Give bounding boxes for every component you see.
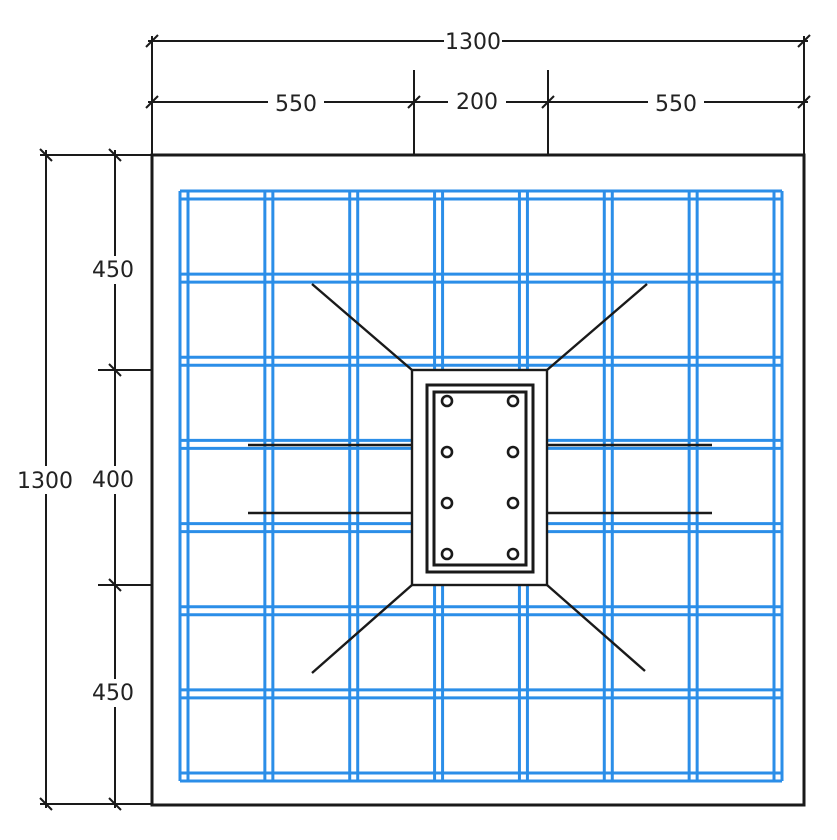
- tick: [797, 34, 811, 48]
- dim-label-top-mid: 200: [456, 90, 498, 115]
- dim-label-left-mid: 400: [92, 468, 134, 493]
- dim-label-top-left: 550: [275, 92, 317, 117]
- column-rebar-dot: [506, 496, 520, 510]
- tick: [39, 797, 53, 811]
- dim-label-left-total: 1300: [17, 469, 73, 494]
- flare-lines: [311, 283, 648, 674]
- tick: [541, 95, 555, 109]
- flare-line-top-left: [311, 283, 413, 371]
- column-section: [425, 383, 535, 574]
- flare-line-bottom-left: [311, 584, 413, 674]
- dowel-lines: [248, 443, 712, 515]
- dim-label-top-total: 1300: [445, 30, 501, 55]
- dim-label-left-bottom: 450: [92, 681, 134, 706]
- column-rebar-dot: [506, 445, 520, 459]
- top-dimensions: 1300 550 200 550: [145, 28, 811, 155]
- column-outline: [425, 383, 535, 574]
- footing-outline: [150, 153, 806, 807]
- tick: [108, 578, 122, 592]
- column-rebar-dot: [440, 445, 454, 459]
- tick: [108, 148, 122, 162]
- column-rebar-dot: [440, 496, 454, 510]
- tick: [145, 34, 159, 48]
- flare-line-bottom-right: [546, 584, 646, 672]
- tick: [108, 363, 122, 377]
- tick: [145, 95, 159, 109]
- column-rebar-dot: [506, 394, 520, 408]
- tick: [108, 797, 122, 811]
- column-longitudinal-bars: [440, 394, 520, 561]
- dim-label-top-right: 550: [655, 92, 697, 117]
- column-rebar-dot: [440, 547, 454, 561]
- tick: [39, 148, 53, 162]
- flare-line-top-right: [546, 283, 648, 371]
- column-rebar-dot: [440, 394, 454, 408]
- tick: [407, 95, 421, 109]
- column-rebar-dot: [506, 547, 520, 561]
- tick: [797, 95, 811, 109]
- dim-label-left-top: 450: [92, 258, 134, 283]
- column-stirrup: [432, 390, 528, 567]
- left-dimensions: 1300 450 400 450: [14, 148, 152, 811]
